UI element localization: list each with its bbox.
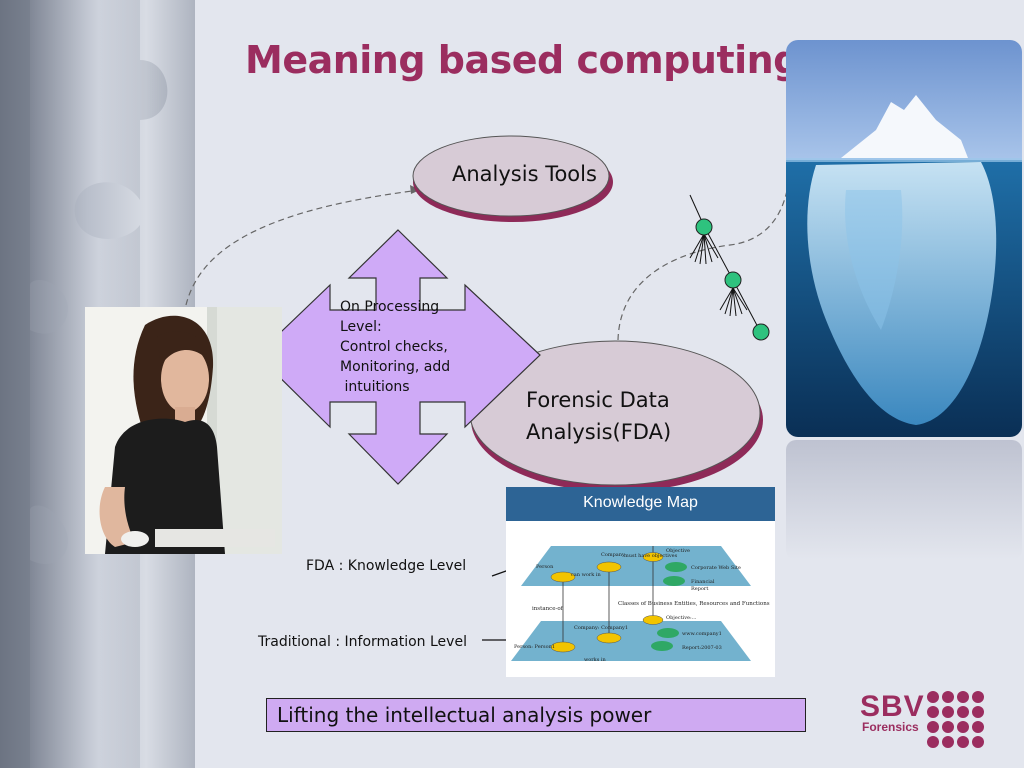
four-way-arrow-icon — [256, 229, 541, 485]
woman-at-computer-image — [85, 307, 282, 554]
iceberg-reflection — [786, 440, 1022, 560]
km-report-instance: Report:2007-03 — [682, 645, 722, 651]
tree-node — [695, 218, 713, 236]
km-classes: Classes of Business Entities, Resources … — [618, 601, 770, 607]
km-objective: Objective — [666, 548, 690, 554]
km-company: Company — [601, 552, 625, 558]
knowledge-map-image: Knowledge Map Person Company must have o… — [506, 487, 775, 677]
processing-text-line: On Processing — [340, 299, 440, 315]
tagline-text: Lifting the intellectual analysis power — [277, 703, 652, 727]
sbv-forensics-logo: SBV Forensics — [860, 690, 990, 754]
sbv-dots-icon — [927, 691, 984, 748]
km-works-in-instance: works in — [584, 657, 606, 663]
processing-text-line: Level: — [340, 319, 382, 335]
km-web-instance: www.company1 — [682, 631, 722, 637]
fda-label-line-2: Analysis(FDA) — [526, 420, 672, 444]
km-company1: Company: Company1 — [574, 625, 628, 631]
dashed-connector-to-tools — [185, 189, 421, 306]
km-objective-instance: Objective:... — [666, 615, 697, 621]
slide-title: Meaning based computing — [245, 38, 800, 82]
analysis-tools-ellipse — [412, 135, 610, 217]
processing-text-line: intuitions — [340, 379, 410, 395]
logo-name: SBV — [860, 690, 925, 723]
dashed-connector-to-iceberg — [617, 159, 791, 341]
tree-node — [752, 323, 770, 341]
km-person: Person — [536, 564, 554, 570]
tree-node — [724, 271, 742, 289]
knowledge-map-header: Knowledge Map — [506, 487, 775, 521]
knowledge-map-diagram: Person Company must have objectives Obje… — [511, 546, 770, 663]
tagline-banner: Lifting the intellectual analysis power — [266, 698, 806, 732]
analysis-tools-label: Analysis Tools — [452, 162, 597, 186]
fda-label: Forensic Data Analysis(FDA) — [526, 384, 671, 448]
fda-knowledge-level-label: FDA : Knowledge Level — [306, 558, 467, 574]
traditional-information-level-label: Traditional : Information Level — [258, 634, 467, 650]
processing-text-line: Control checks, — [340, 339, 448, 355]
km-works-in: can work in — [571, 572, 601, 578]
fda-label-line-1: Forensic Data — [526, 388, 670, 412]
km-web-site: Corporate Web Site — [691, 565, 741, 571]
km-report-line-2: Report — [691, 586, 708, 592]
logo-sub: Forensics — [862, 720, 919, 734]
km-instance-of: instance-of — [532, 606, 564, 612]
processing-text-line: Monitoring, add — [340, 359, 451, 375]
iceberg-image — [786, 40, 1022, 437]
km-report-line-1: Financial — [691, 579, 715, 585]
processing-level-text: On Processing Level: Control checks, Mon… — [340, 297, 470, 397]
km-relation: must have objectives — [624, 553, 678, 559]
tree-diagram-icon — [689, 194, 761, 332]
km-person1: Person: Person1 — [514, 644, 555, 650]
